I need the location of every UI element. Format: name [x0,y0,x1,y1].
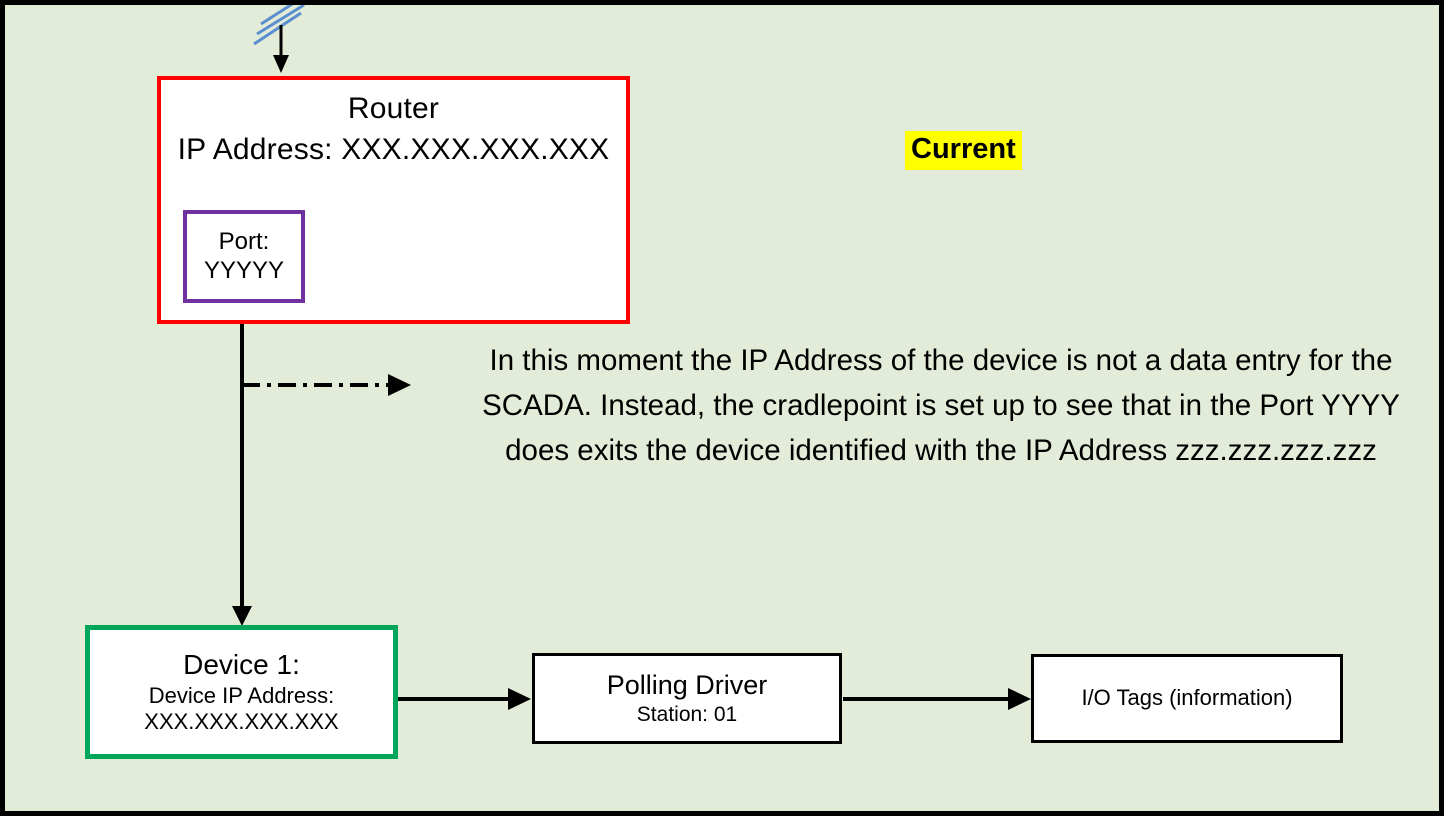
antenna-signal-icon [253,5,305,46]
polling-driver-node[interactable]: Polling Driver Station: 01 [532,653,842,744]
antenna-to-router-connector [273,25,289,73]
current-annotation-badge: Current [905,131,1022,171]
port-to-device-connector [232,313,252,626]
device-title: Device 1: [183,649,300,681]
port-value: YYYYY [203,256,285,284]
device-ip-value: XXX.XXX.XXX.XXX [144,709,339,735]
device-node[interactable]: Device 1: Device IP Address: XXX.XXX.XXX… [85,625,398,759]
device-ip-label: Device IP Address: [148,682,335,708]
polling-driver-title: Polling Driver [606,670,768,701]
io-tags-label: I/O Tags (information) [1081,685,1293,711]
polling-driver-station: Station: 01 [636,703,738,727]
router-node[interactable]: Router IP Address: XXX.XXX.XXX.XXX Port:… [157,76,630,324]
router-ip-address: IP Address: XXX.XXX.XXX.XXX [177,132,610,166]
router-title: Router [347,92,440,125]
port-branch-dashdot-connector [242,374,411,396]
port-label: Port: [218,228,270,256]
explanatory-note: In this moment the IP Address of the dev… [482,344,1400,467]
polling-to-iotags-connector [843,688,1031,710]
io-tags-node[interactable]: I/O Tags (information) [1031,654,1343,743]
device-to-polling-connector [398,688,531,710]
router-port-node[interactable]: Port: YYYYY [183,210,305,303]
